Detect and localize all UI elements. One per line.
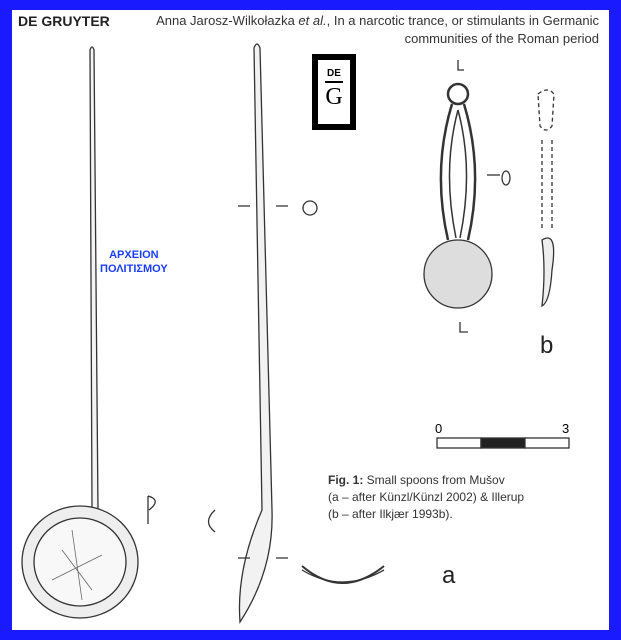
spoon-a-front (21, 46, 139, 619)
scale-bar (436, 437, 570, 449)
label-a: a (442, 562, 456, 589)
figure-page: DE GRUYTER Anna Jarosz-Wilkołazka et al.… (12, 10, 609, 630)
publisher-name: DE GRUYTER (18, 13, 110, 29)
title-rest: , In a narcotic trance, or stimulants in… (326, 13, 599, 28)
watermark-line1: ΑΡΧΕΙΟΝ (109, 249, 159, 261)
figure-caption: Fig. 1: Small spoons from Mušov (a – aft… (328, 472, 524, 523)
watermark-line2: ΠΟΛΙΤΙΣΜΟΥ (100, 263, 168, 275)
article-title: Anna Jarosz-Wilkołazka et al., In a narc… (156, 12, 599, 48)
caption-fig: Fig. 1: (328, 473, 364, 487)
logo-de: DE (327, 68, 341, 79)
scale-end-label: 3 (562, 421, 570, 436)
spoon-drawings (21, 43, 570, 624)
scale-start-label: 0 (435, 421, 443, 436)
watermark: ΑΡΧΕΙΟΝ ΠΟΛΙΤΙΣΜΟΥ (100, 248, 168, 276)
spoon-a-side (147, 43, 385, 624)
caption-line1: Small spoons from Mušov (363, 473, 505, 487)
title-line2: communities of the Roman period (404, 31, 599, 46)
caption-line3: (b – after Ilkjær 1993b). (328, 507, 453, 521)
title-etal: et al. (298, 13, 327, 28)
title-author: Anna Jarosz-Wilkołazka (156, 13, 295, 28)
logo-g: G (325, 84, 343, 110)
spoon-b (423, 60, 555, 333)
caption-line2: (a – after Künzl/Künzl 2002) & Illerup (328, 490, 525, 504)
degruyter-logo: DE G (312, 54, 356, 130)
label-b: b (540, 332, 554, 359)
